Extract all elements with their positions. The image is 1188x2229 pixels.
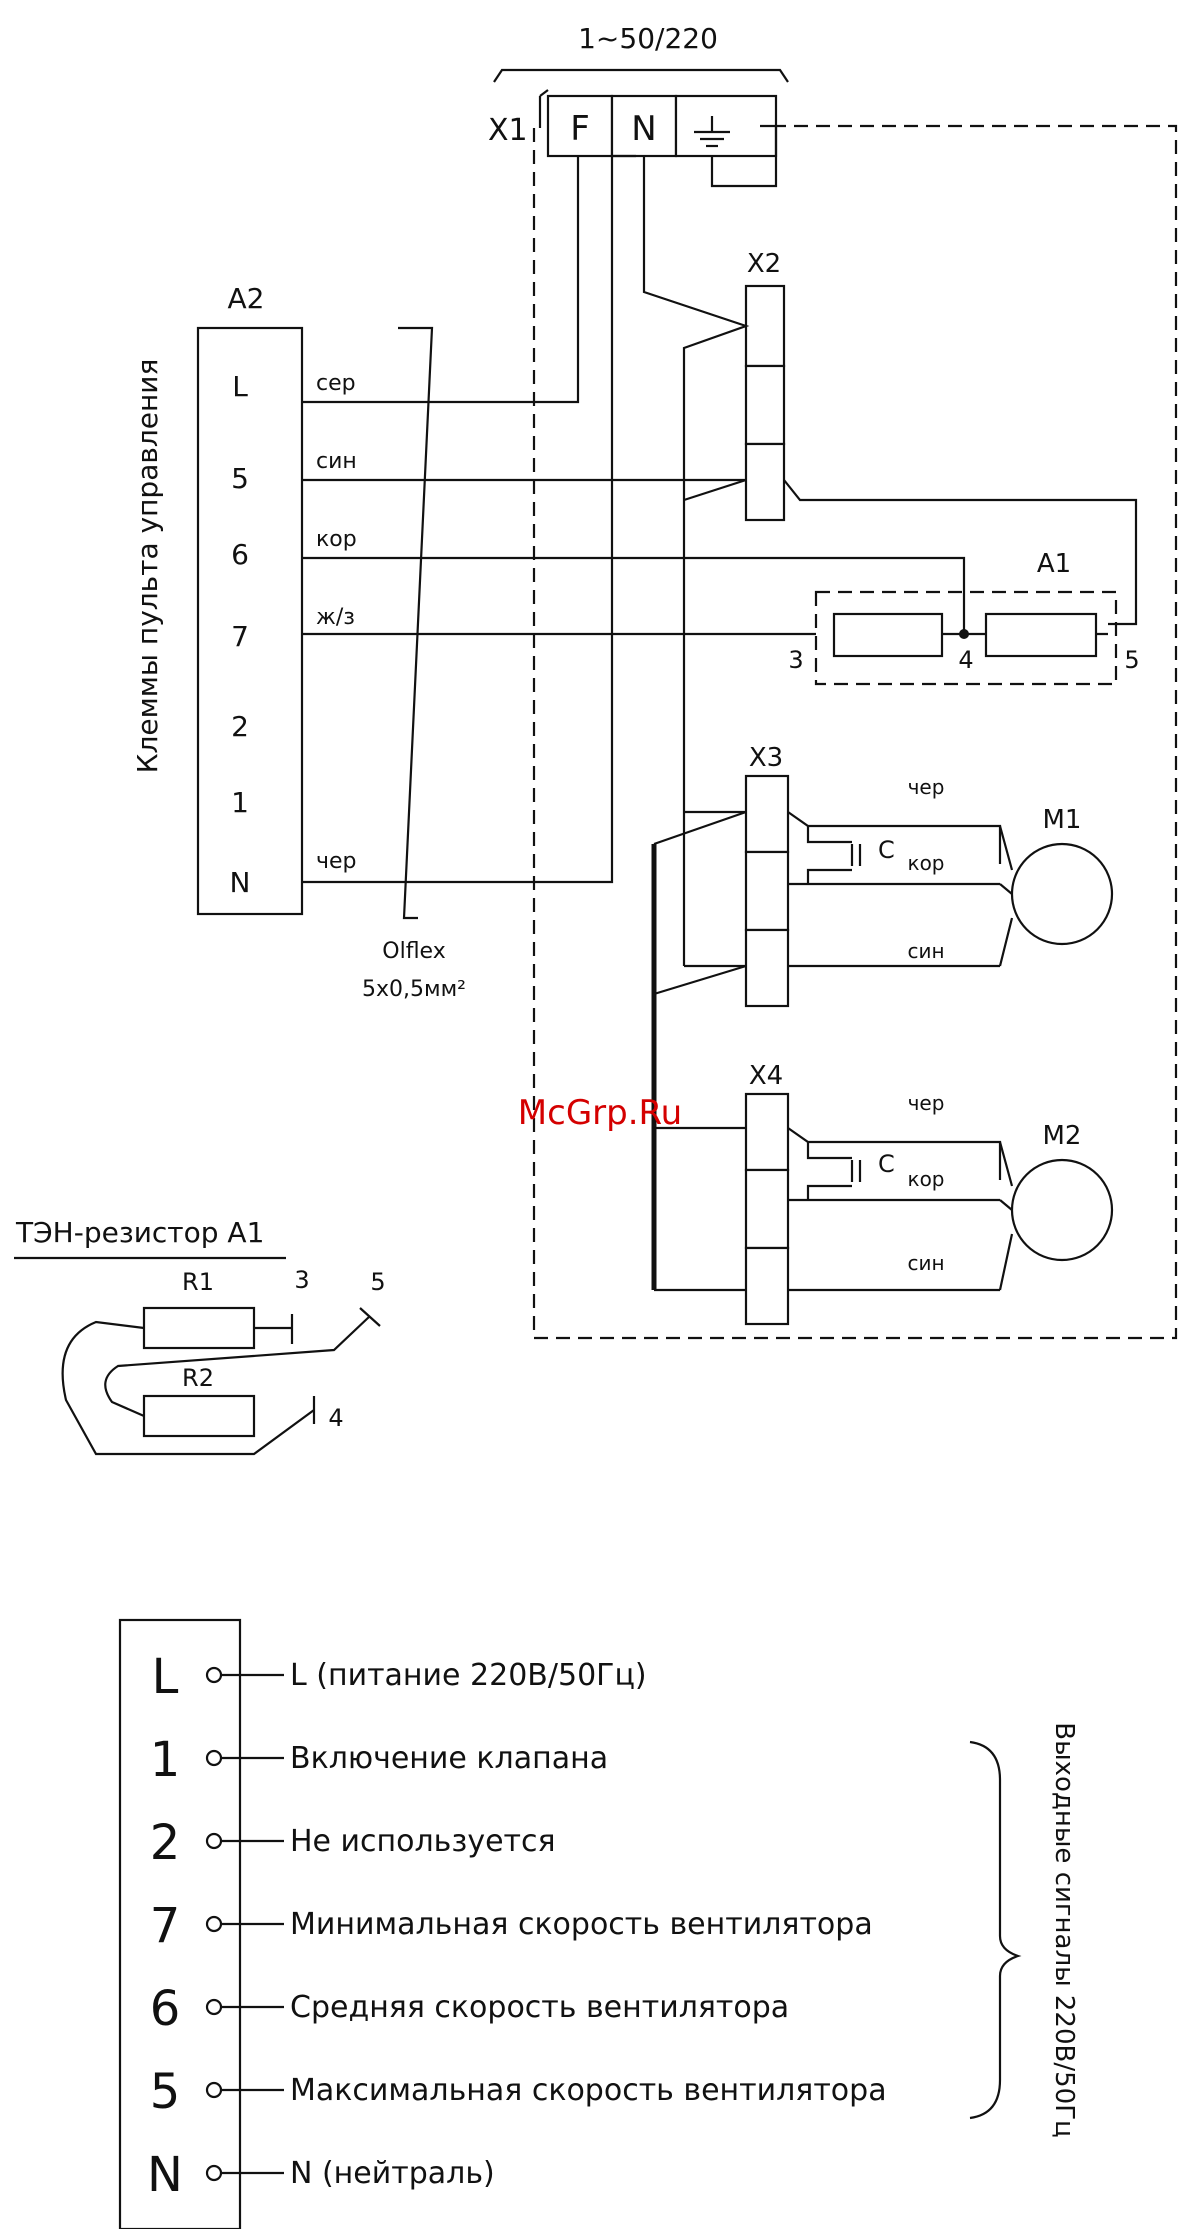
m2-wire-3: син (907, 1251, 944, 1275)
legend-terminal-circle (205, 1666, 223, 1684)
a2-pin-2: 2 (231, 710, 249, 743)
legend-description: Средняя скорость вентилятора (290, 1990, 789, 2025)
legend-pin: 5 (150, 2064, 181, 2120)
m2-motor (1010, 1158, 1114, 1262)
legend-bracket-label: Выходные сигналы 220В/50Гц (1049, 1722, 1079, 2137)
earth-loop (710, 124, 778, 188)
ten-term-5: 5 (370, 1268, 385, 1296)
m2-capacitor (850, 1160, 862, 1182)
legend-pin: 6 (150, 1981, 181, 2037)
legend-description: L (питание 220В/50Гц) (290, 1658, 647, 1693)
a2-pin-n: N (230, 866, 251, 899)
x1-terminal-f (546, 94, 614, 158)
m1-label: M1 (1043, 805, 1082, 835)
m2-cap-label: C (878, 1150, 895, 1178)
a1-resistor-1 (832, 612, 944, 658)
legend-terminal-circle (205, 2081, 223, 2099)
x1-terminal-earth (674, 94, 778, 158)
x1-label: X1 (488, 113, 528, 148)
legend-pin: 1 (150, 1732, 181, 1788)
legend-description: Минимальная скорость вентилятора (290, 1907, 873, 1942)
legend-terminal-circle (205, 1998, 223, 2016)
cable-name: Olflex (382, 939, 445, 964)
cable-spec: 5х0,5мм² (362, 977, 466, 1002)
m2-label: M2 (1043, 1121, 1082, 1151)
m1-wire-2: кор (907, 851, 944, 875)
a1-term-5: 5 (1124, 646, 1139, 674)
legend-description: N (нейтраль) (290, 2156, 495, 2191)
m2-wire-1: чер (908, 1091, 945, 1115)
wire-l (302, 156, 580, 404)
wire-n (302, 156, 614, 884)
ten-r2-label: R2 (182, 1364, 214, 1392)
legend-description: Включение клапана (290, 1741, 608, 1776)
earth-icon (694, 116, 730, 148)
x1-f-label: F (570, 109, 590, 149)
a2-side-title: Клеммы пульта управления (131, 359, 164, 774)
x4-label: X4 (749, 1061, 783, 1091)
ten-term-4: 4 (328, 1404, 343, 1432)
a2-pin-l: L (232, 370, 248, 403)
x2-terminal-block (744, 442, 786, 522)
a2-pin-6: 6 (231, 538, 249, 571)
legend-pin: L (152, 1649, 179, 1705)
a2-label: A2 (228, 282, 265, 315)
legend-terminal-circle (205, 1749, 223, 1767)
m1-wire-3: син (907, 939, 944, 963)
watermark: McGrp.Ru (518, 1093, 682, 1133)
supply-label: 1~50/220 (578, 22, 718, 55)
legend-terminal-circle (205, 1915, 223, 1933)
wire-color-7: ж/з (316, 605, 355, 630)
a2-pin-1: 1 (231, 786, 249, 819)
ten-r1-label: R1 (182, 1268, 214, 1296)
legend-terminal-circle (205, 1832, 223, 1850)
a2-pin-5: 5 (231, 462, 249, 495)
x1-n-label: N (631, 109, 656, 149)
m2-wire-2: кор (907, 1167, 944, 1191)
x2-label: X2 (747, 249, 781, 279)
wire-x2-a1 (783, 479, 1138, 626)
a2-pin-7: 7 (231, 620, 249, 653)
a1-label: A1 (1037, 549, 1071, 579)
legend-pin: 2 (150, 1815, 181, 1871)
wire-6 (302, 556, 966, 634)
m1-capacitor (850, 844, 862, 866)
x3-label: X3 (749, 743, 783, 773)
m1-cap-label: C (878, 836, 895, 864)
wire-color-6: кор (316, 527, 357, 552)
x3-terminal-block (744, 928, 790, 1008)
a1-term-4: 4 (958, 646, 973, 674)
m1-wire-1: чер (908, 775, 945, 799)
x4-terminal-block (744, 1246, 790, 1326)
a1-term-3: 3 (788, 646, 803, 674)
ten-r2 (142, 1394, 256, 1438)
m1-motor (1010, 842, 1114, 946)
ten-term-3: 3 (294, 1266, 309, 1294)
a1-outline (814, 590, 1118, 686)
enclosure-outline (532, 124, 1178, 1340)
supply-brace (493, 68, 789, 83)
wire-color-l: сер (316, 371, 356, 396)
legend-pin: 7 (150, 1898, 181, 1954)
legend-description: Не используется (290, 1824, 556, 1859)
legend-description: Максимальная скорость вентилятора (290, 2073, 887, 2108)
a2-terminal-block (196, 326, 304, 916)
wire-color-5: син (316, 449, 357, 474)
legend-pin: N (147, 2147, 183, 2203)
olflex-cable (398, 326, 434, 920)
legend-rows: L L (питание 220В/50Гц) 1 Включение клапана… (147, 1649, 887, 2203)
neutral-zigzag (642, 156, 750, 966)
legend-brace (969, 1740, 1022, 2120)
legend-terminal-circle (205, 2164, 223, 2182)
wire-color-n: чер (316, 849, 357, 874)
ten-r1 (142, 1306, 256, 1350)
a1-resistor-2 (984, 612, 1098, 658)
ten-title: ТЭН-резистор А1 (15, 1216, 264, 1249)
